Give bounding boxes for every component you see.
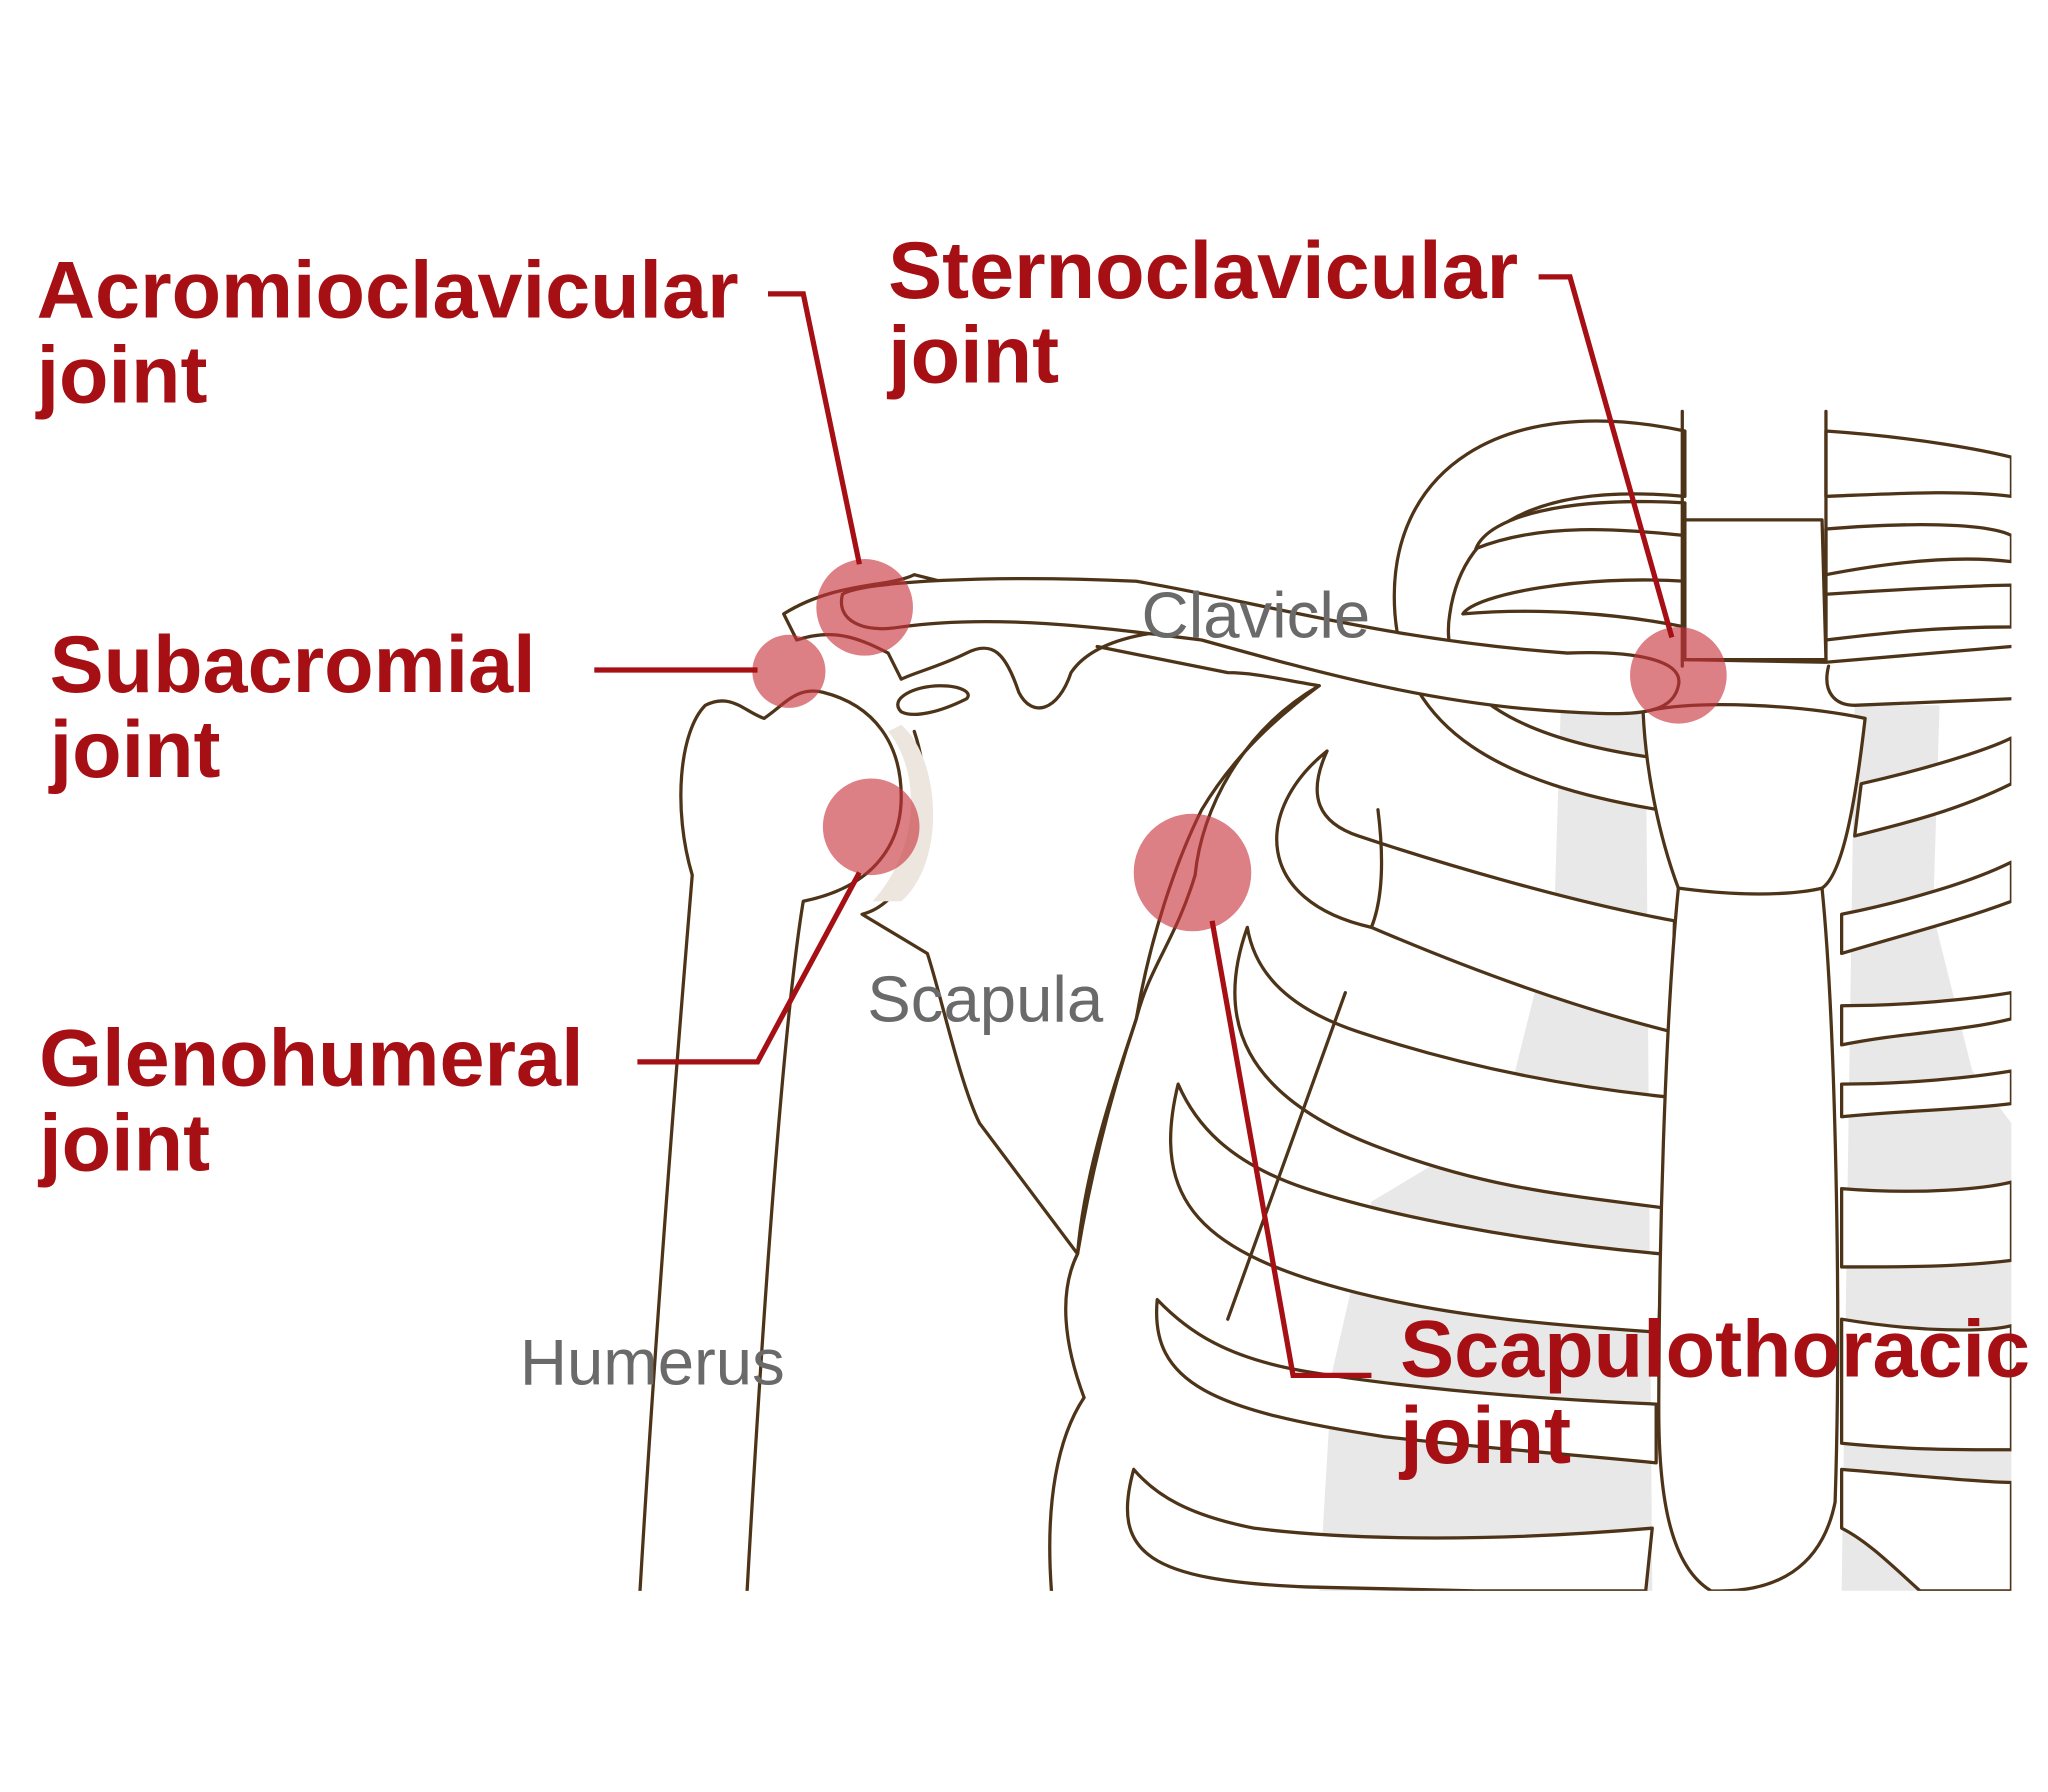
- ribs: [1125, 419, 2012, 1591]
- acromioclavicular-leader-line: [767, 291, 862, 565]
- scapula: [782, 573, 1321, 1256]
- subacromial-joint-marker: [752, 634, 826, 708]
- glenohumeral-leader-line: [637, 871, 862, 1065]
- skeleton-illustration: [638, 409, 2012, 1591]
- sternum: [1641, 409, 1867, 1591]
- sternoclavicular-joint-marker: [1630, 626, 1727, 724]
- humerus-label: Humerus: [520, 1325, 785, 1398]
- costal-cartilage: [1841, 705, 2012, 1591]
- sternoclavicular-leader-line: [1538, 274, 1675, 639]
- glenohumeral-joint-marker: [822, 778, 920, 876]
- acromioclavicular-joint-marker: [816, 559, 913, 656]
- scapulothoracic-leader-line: [1209, 920, 1372, 1378]
- coracoid-process: [896, 684, 970, 716]
- scapulothoracic-joint-marker: [1133, 813, 1252, 932]
- clavicle-label: Clavicle: [1142, 578, 1371, 651]
- scapula-label: Scapula: [867, 962, 1104, 1035]
